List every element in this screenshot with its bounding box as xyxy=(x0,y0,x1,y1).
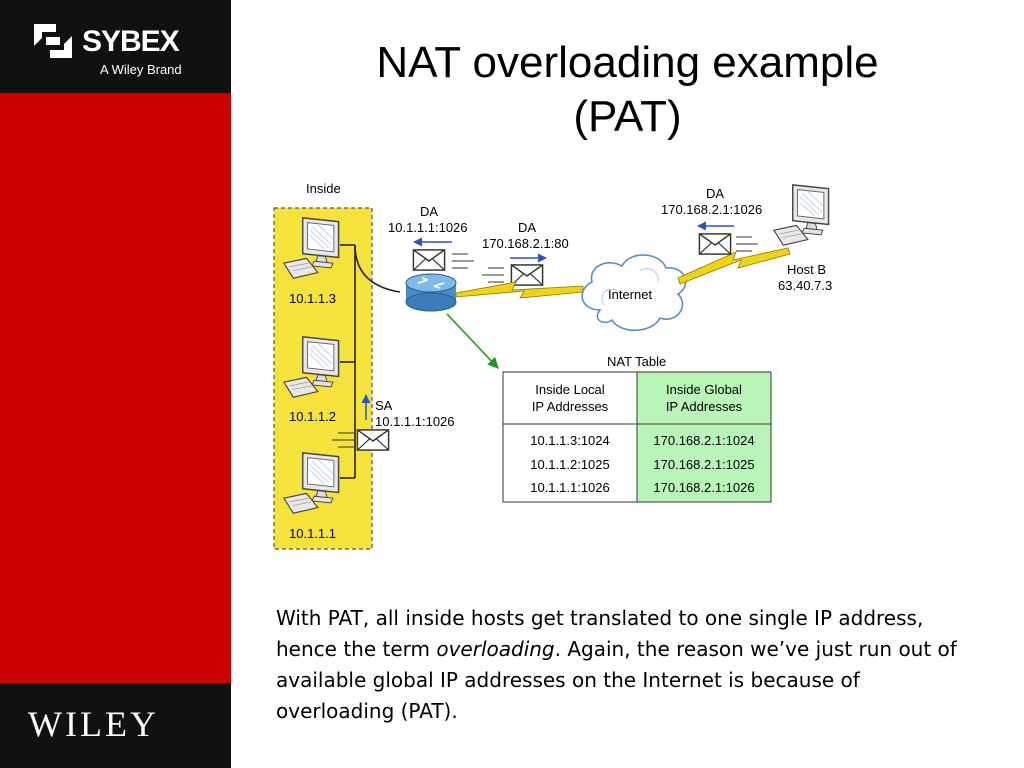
nat-table-global-column xyxy=(636,371,772,503)
slide-caption: With PAT, all inside hosts get translate… xyxy=(276,603,976,727)
host-b-pc-icon xyxy=(773,184,830,246)
slide-title-line2: (PAT) xyxy=(573,92,682,141)
router-return-packet-envelope-icon xyxy=(412,249,446,271)
router-icon xyxy=(405,273,457,312)
source-packet-envelope-icon xyxy=(356,429,390,451)
nat-row-3-global: 170.168.2.1:1026 xyxy=(653,480,754,495)
caption-part2: . Again, the reason we’ve just run out o… xyxy=(276,637,957,723)
router-return-packet-label: DA xyxy=(420,204,438,219)
caption-part1: With PAT, all inside hosts get translate… xyxy=(276,606,924,661)
nat-row-1-local: 10.1.1.3:1024 xyxy=(530,433,610,448)
nat-row-1-global: 170.168.2.1:1024 xyxy=(653,433,754,448)
outbound-packet-label: DA xyxy=(518,220,536,235)
wiley-logo-area xyxy=(0,683,231,768)
host-b-packet-label: DA xyxy=(706,186,724,201)
host-b-name: Host B xyxy=(787,262,826,277)
source-packet-label: SA xyxy=(375,398,393,413)
nat-col-local-header-line2: IP Addresses xyxy=(532,399,609,414)
outbound-packet-address: 170.168.2.1:80 xyxy=(482,236,569,251)
slide-title-line1: NAT overloading example xyxy=(376,38,879,87)
host-b-packet-envelope-icon xyxy=(698,233,732,255)
host-b-link-lightning-icon xyxy=(677,247,791,285)
nat-table-title: NAT Table xyxy=(607,354,666,369)
nat-col-global-header-line1: Inside Global xyxy=(666,382,742,397)
host-b-packet-address: 170.168.2.1:1026 xyxy=(661,202,762,217)
internet-label: Internet xyxy=(608,287,652,302)
host-b-ip: 63.40.7.3 xyxy=(778,278,832,293)
sybex-wordmark: SYBEX xyxy=(82,25,180,58)
router-to-nat-table-arrow xyxy=(446,313,499,369)
sybex-logo-area xyxy=(0,0,231,93)
nat-row-2-global: 170.168.2.1:1025 xyxy=(653,457,754,472)
source-packet-address: 10.1.1.1:1026 xyxy=(375,414,455,429)
nat-col-local-header-line1: Inside Local xyxy=(535,382,604,397)
inside-host-1-ip: 10.1.1.3 xyxy=(289,291,336,306)
nat-row-2-local: 10.1.1.2:1025 xyxy=(530,457,610,472)
nat-row-3-local: 10.1.1.1:1026 xyxy=(530,480,610,495)
inside-host-3-ip: 10.1.1.1 xyxy=(289,526,336,541)
sybex-logo-icon xyxy=(34,24,72,58)
wiley-wordmark: WILEY xyxy=(28,704,159,744)
caption-emphasis: overloading xyxy=(436,637,555,661)
nat-col-global-header-line2: IP Addresses xyxy=(666,399,743,414)
sybex-tagline: A Wiley Brand xyxy=(100,62,182,77)
inside-label: Inside xyxy=(306,181,341,196)
inside-host-2-ip: 10.1.1.2 xyxy=(289,409,336,424)
sidebar xyxy=(0,0,231,768)
router-return-packet-address: 10.1.1.1:1026 xyxy=(388,220,468,235)
slide-title: NAT overloading example (PAT) xyxy=(231,36,1024,144)
